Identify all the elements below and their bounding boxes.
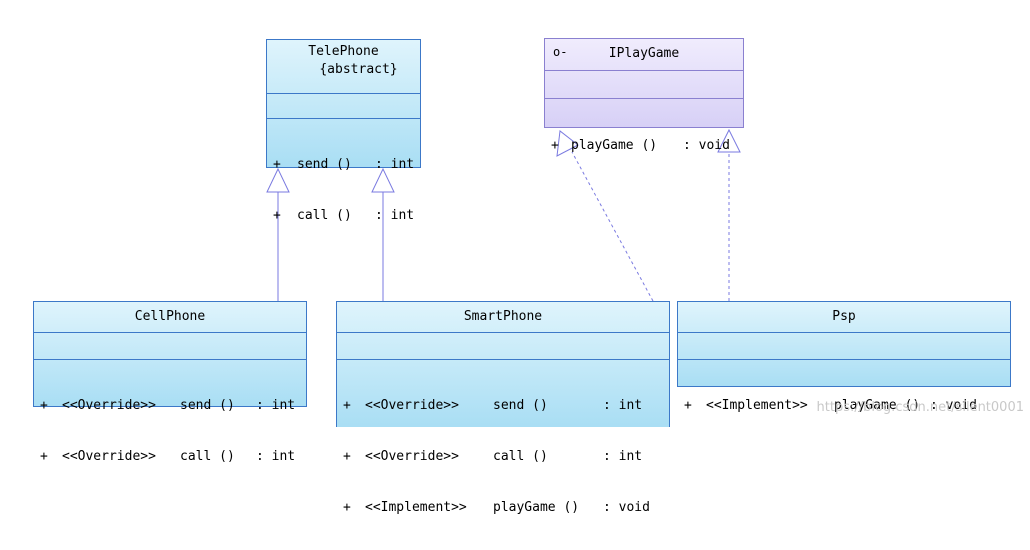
generalization-arrowhead-1 [266,167,290,193]
operation-row: +call (): int [273,208,415,223]
operation-row: +<<Implement>>playGame (): void [684,398,977,413]
class-cellphone[interactable]: CellPhone +<<Override>>send (): int +<<O… [33,301,307,464]
operation-row: +<<Override>>call (): int [343,449,643,464]
generalization-arrowhead-2 [371,167,395,193]
realization-arrowhead-1 [556,130,579,157]
class-telephone[interactable]: TelePhone {abstract} +send (): int +call… [266,39,421,223]
class-name: TelePhone [308,44,379,59]
class-name: SmartPhone [463,309,543,324]
interface-iplaygame[interactable]: o- IPlayGame +playGame (): void [544,38,744,153]
class-psp[interactable]: Psp +<<Implement>>playGame (): void [677,301,1011,413]
class-stereotype: {abstract} [319,62,398,77]
operation-row: +playGame (): void [551,138,730,153]
class-name: Psp [832,309,856,324]
operation-row: +send (): int [273,157,415,172]
realization-smartphone-iplaygame [571,151,654,302]
watermark: https://blog.csdn.net/silent0001 [816,400,1024,415]
class-smartphone[interactable]: SmartPhone +<<Override>>send (): int +<<… [336,301,670,515]
operation-row: +<<Implement>>playGame (): void [343,500,650,515]
operation-row: +<<Override>>send (): int [343,398,643,413]
operation-row: +<<Override>>send (): int [40,398,296,413]
operation-row: +<<Override>>call (): int [40,449,296,464]
class-name: CellPhone [134,309,206,324]
interface-name: IPlayGame [608,46,680,61]
realization-arrowhead-2 [717,128,741,153]
lollipop-interface-icon: o- [553,45,568,59]
relationship-lines [266,128,741,302]
